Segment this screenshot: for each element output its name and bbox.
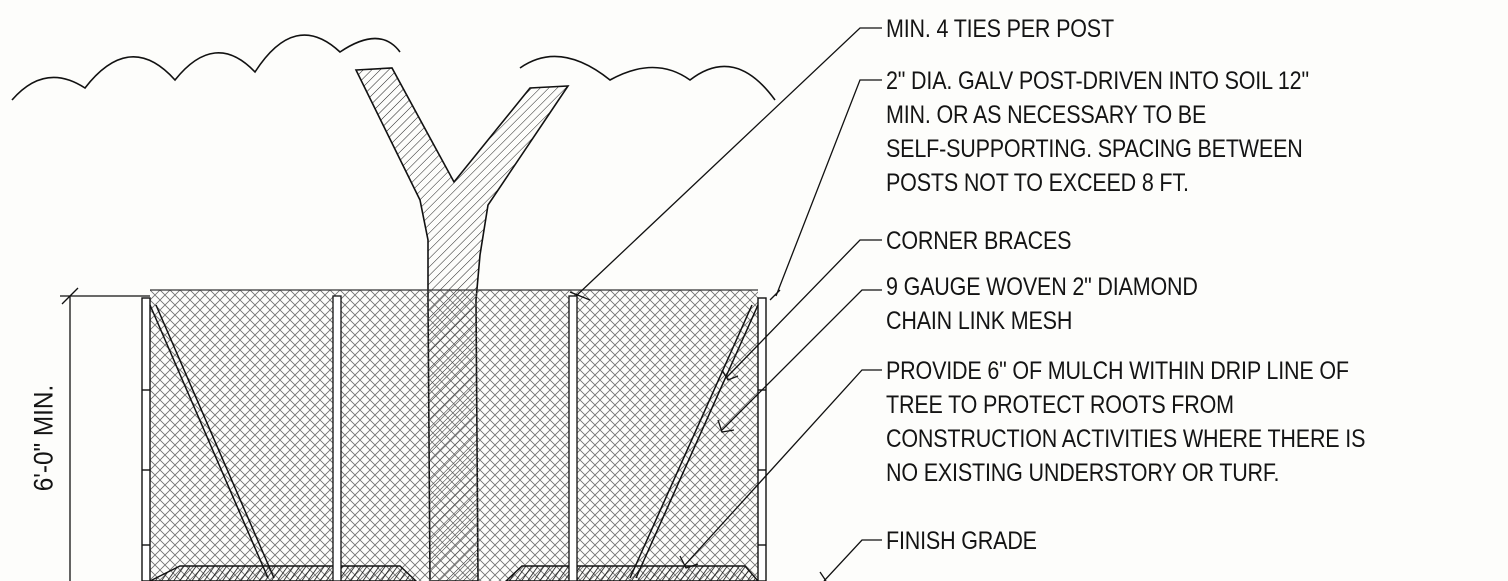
post-interior-1	[332, 295, 342, 581]
note-mulch-line-2: TREE TO PROTECT ROOTS FROM	[886, 391, 1234, 419]
dimension-text: 6'-0" MIN.	[28, 384, 59, 492]
post-right	[757, 297, 767, 581]
leader-mulch	[683, 369, 882, 567]
note-braces-line-1: CORNER BRACES	[886, 227, 1072, 255]
note-mesh: 9 GAUGE WOVEN 2" DIAMOND CHAIN LINK MESH	[886, 270, 1198, 338]
note-mulch-line-1: PROVIDE 6" OF MULCH WITHIN DRIP LINE OF	[886, 357, 1349, 385]
note-mulch-line-3: CONSTRUCTION ACTIVITIES WHERE THERE IS	[886, 425, 1366, 453]
note-post-line-4: POSTS NOT TO EXCEED 8 FT.	[886, 169, 1189, 197]
note-mesh-line-2: CHAIN LINK MESH	[886, 307, 1073, 335]
note-braces: CORNER BRACES	[886, 224, 1072, 258]
note-ties-line-1: MIN. 4 TIES PER POST	[886, 15, 1114, 43]
corner-braces	[149, 304, 759, 579]
note-post: 2" DIA. GALV POST-DRIVEN INTO SOIL 12" M…	[886, 64, 1309, 200]
note-mulch: PROVIDE 6" OF MULCH WITHIN DRIP LINE OF …	[886, 354, 1365, 490]
leader-grade	[823, 539, 882, 581]
leader-post	[775, 79, 882, 297]
note-mulch-line-4: NO EXISTING UNDERSTORY OR TURF.	[886, 459, 1280, 487]
post-interior-2	[568, 295, 578, 581]
dimension-line	[60, 287, 150, 581]
leader-ties	[575, 27, 882, 297]
note-post-line-2: MIN. OR AS NECESSARY TO BE	[886, 101, 1207, 129]
note-post-line-3: SELF-SUPPORTING. SPACING BETWEEN	[886, 135, 1303, 163]
note-post-line-1: 2" DIA. GALV POST-DRIVEN INTO SOIL 12"	[886, 67, 1309, 95]
mulch-layer-left	[149, 565, 418, 581]
post-left	[141, 297, 151, 581]
note-grade: FINISH GRADE	[886, 524, 1037, 558]
note-grade-line-1: FINISH GRADE	[886, 527, 1037, 555]
tree-canopy-outline	[11, 34, 776, 101]
leader-braces	[725, 239, 882, 379]
note-mesh-line-1: 9 GAUGE WOVEN 2" DIAMOND	[886, 273, 1198, 301]
note-ties: MIN. 4 TIES PER POST	[886, 12, 1114, 46]
leader-mesh	[721, 289, 882, 431]
chain-link-mesh	[150, 290, 758, 581]
leader-lines	[569, 27, 882, 581]
